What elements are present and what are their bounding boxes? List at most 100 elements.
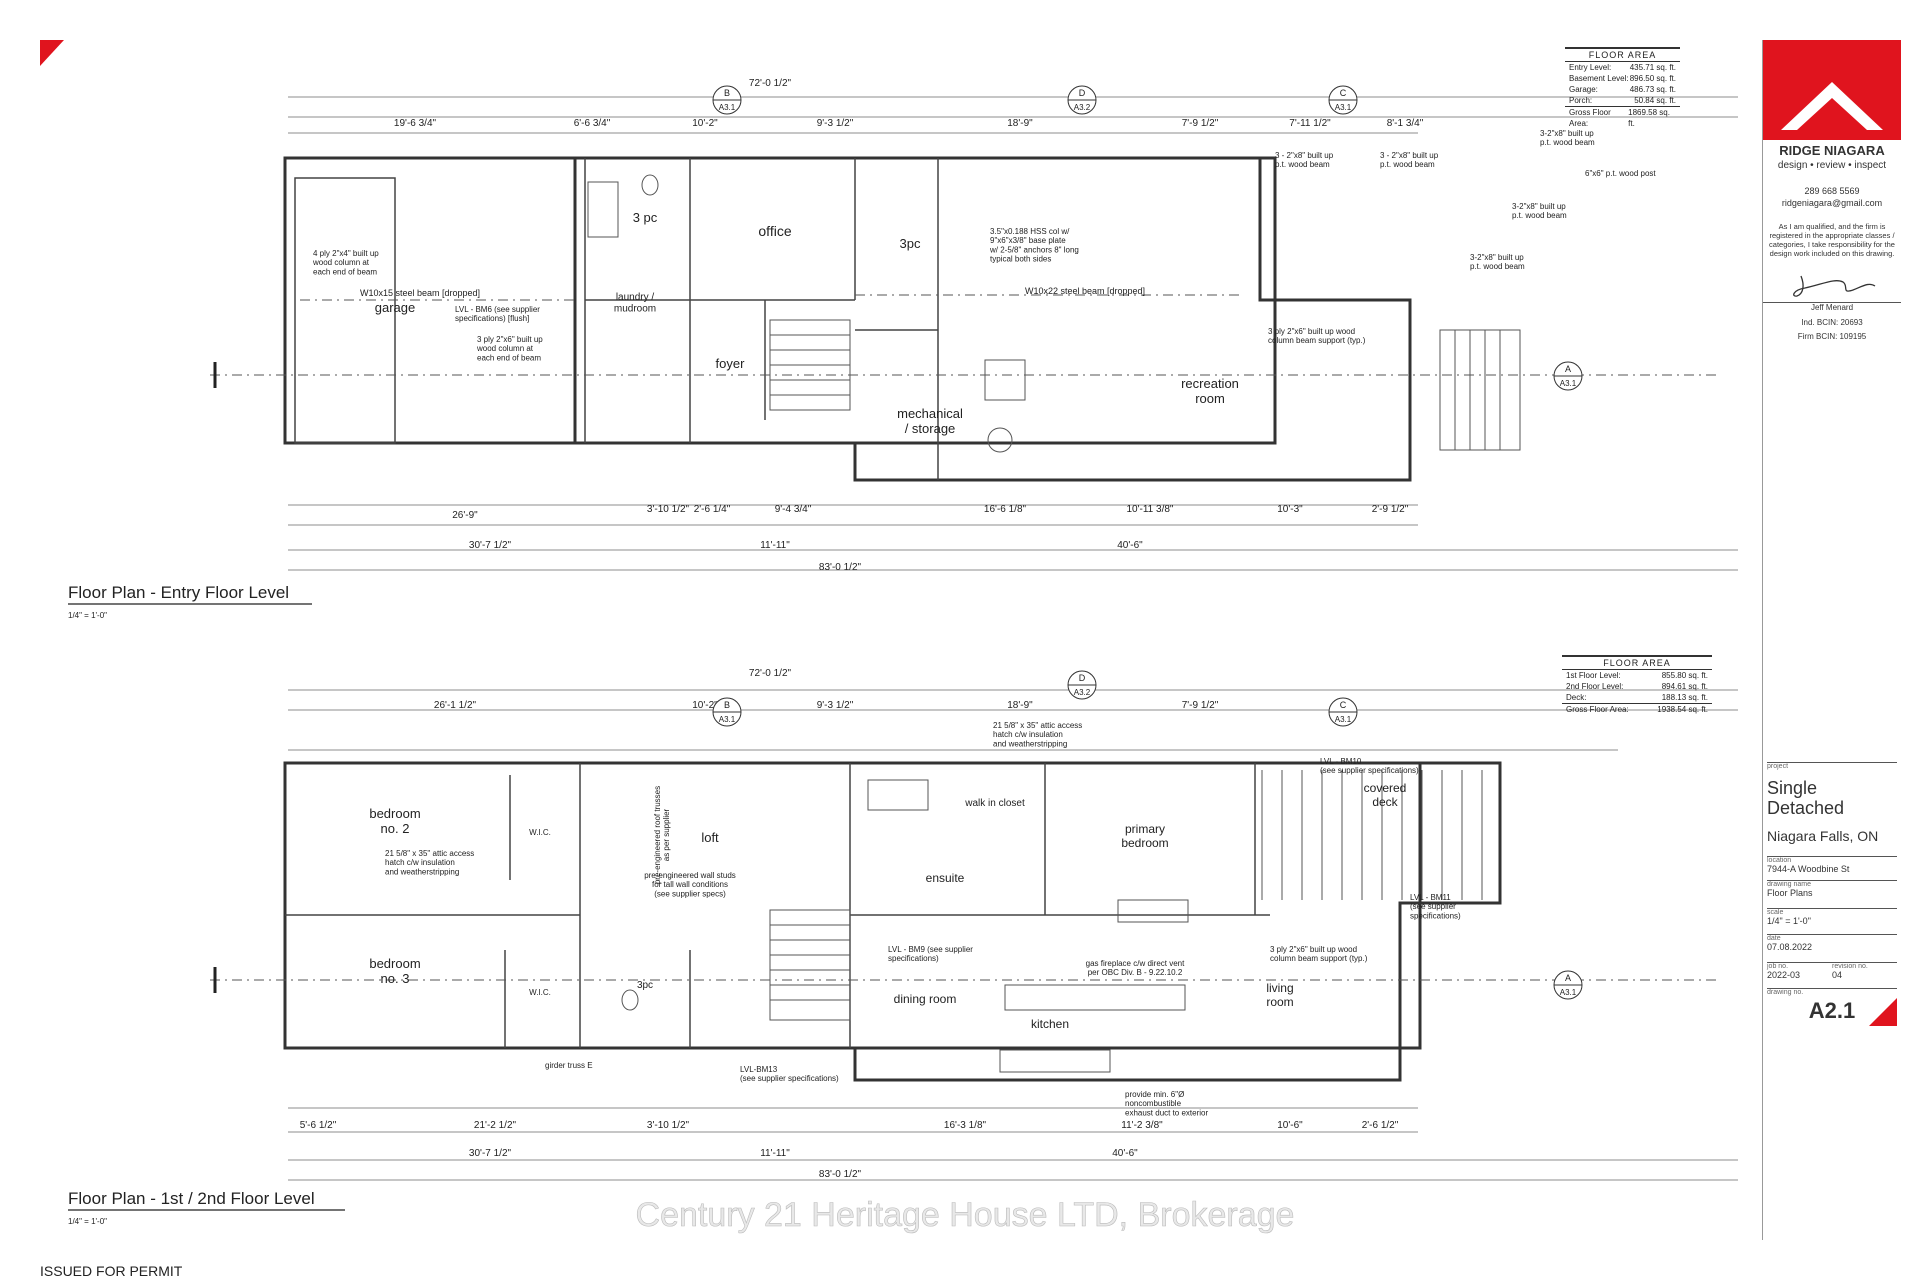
- svg-text:B: B: [724, 700, 730, 710]
- room-label-3pc-2: 3pc: [900, 236, 921, 251]
- section-marker-a-second: A A3.1: [1553, 970, 1583, 1000]
- room-label-laundry: laundry /mudroom: [614, 292, 656, 315]
- dim2-b5: 11'-11": [760, 1148, 790, 1159]
- brand-tagline: design • review • inspect: [1777, 160, 1887, 171]
- job-number: 2022-03: [1767, 970, 1801, 980]
- dim-d3: 10'-2": [692, 118, 718, 129]
- issued-for-permit: ISSUED FOR PERMIT: [40, 1263, 183, 1279]
- dim-b6: 2'-6 1/4": [694, 504, 731, 515]
- email: ridgeniagara@gmail.com: [1781, 198, 1883, 208]
- section-marker-b-entry: B A3.1: [712, 85, 742, 115]
- corner-mark: [40, 40, 64, 66]
- room-label-walkin: walk in closet: [964, 798, 1025, 809]
- floor-area-value: 1869.58 sq. ft.: [1628, 108, 1670, 128]
- room-label-foyer: foyer: [716, 356, 746, 371]
- floor-area-label: Deck:: [1566, 693, 1587, 702]
- floor-area-label: 1st Floor Level:: [1566, 671, 1621, 680]
- signature: [1793, 275, 1876, 297]
- dim2-overall-bottom: 83'-0 1/2": [819, 1169, 862, 1180]
- dim2-d5: 7'-9 1/2": [1182, 700, 1219, 711]
- floor-area-value: 486.73 sq. ft.: [1629, 85, 1676, 94]
- floor-area-row: 2nd Floor Level:894.61 sq. ft.: [1562, 681, 1712, 692]
- floor-area-table-entry: FLOOR AREA Entry Level:435.71 sq. ft.Bas…: [1565, 47, 1680, 129]
- plan-title-entry: Floor Plan - Entry Floor Level: [68, 583, 289, 602]
- floor-area-row: Porch:50.84 sq. ft.: [1565, 95, 1680, 106]
- section-marker-c-second: C A3.1: [1328, 697, 1358, 727]
- engineer-name: Jeff Menard: [1763, 302, 1901, 312]
- location-field: location 7944-A Woodbine St: [1767, 856, 1897, 874]
- room-label-mechanical: mechanical/ storage: [897, 406, 963, 436]
- qualification-statement: As I am qualified, and the firm is regis…: [1769, 222, 1895, 258]
- dim-b4: 40'-6": [1117, 540, 1143, 551]
- firm-bcin: Firm BCIN: 109195: [1797, 332, 1867, 341]
- dim-b5: 3'-10 1/2": [647, 504, 690, 515]
- watermark: Century 21 Heritage House LTD, Brokerage: [636, 1196, 1295, 1234]
- floor-area-label: Garage:: [1569, 85, 1598, 94]
- floor-area-row: Deck:188.13 sq. ft.: [1562, 692, 1712, 703]
- brand-logo: [1763, 40, 1901, 140]
- stair-entry: [769, 319, 851, 411]
- room-label-wic-2: W.I.C.: [529, 988, 551, 997]
- section-marker-c-entry: C A3.1: [1328, 85, 1358, 115]
- room-label-office: office: [758, 223, 791, 239]
- room-label-dining: dining room: [894, 992, 957, 1006]
- svg-text:A: A: [1565, 364, 1571, 374]
- job-field: job no.2022-03 revision no.04: [1767, 962, 1897, 980]
- section-marker-b-second: B A3.1: [712, 697, 742, 727]
- dim2-b9: 10'-6": [1277, 1120, 1303, 1131]
- dim-b1: 26'-9": [452, 510, 478, 521]
- drawing-number: A2.1: [1808, 998, 1856, 1023]
- floor-area-heading: FLOOR AREA: [1565, 49, 1680, 62]
- svg-text:A3.1: A3.1: [719, 715, 736, 724]
- svg-text:D: D: [1079, 673, 1086, 683]
- dim-b7: 9'-4 3/4": [775, 504, 812, 515]
- scale-field: scale 1/4" = 1'-0": [1767, 908, 1897, 926]
- drawing-number-field: drawing no. A2.1: [1767, 988, 1897, 1025]
- svg-text:B: B: [724, 88, 730, 98]
- room-label-3pc-second: 3pc: [637, 980, 653, 991]
- dim2-d2: 10'-2": [692, 700, 718, 711]
- plan-scale-entry: 1/4" = 1'-0": [68, 611, 107, 620]
- dim-d5: 18'-9": [1007, 118, 1033, 129]
- project-name: Single Detached: [1767, 778, 1845, 818]
- project-city: Niagara Falls, ON: [1767, 828, 1879, 844]
- room-label-3pc: 3 pc: [633, 210, 658, 225]
- svg-text:C: C: [1340, 88, 1347, 98]
- dim2-b6: 16'-3 1/8": [944, 1120, 987, 1131]
- dim-overall-top: 72'-0 1/2": [749, 78, 792, 89]
- stair-exterior: [1439, 329, 1521, 451]
- floor-area-label: 2nd Floor Level:: [1566, 682, 1624, 691]
- svg-text:A3.1: A3.1: [1560, 379, 1577, 388]
- dim2-b4: 3'-10 1/2": [647, 1120, 690, 1131]
- floor-area-value: 855.80 sq. ft.: [1661, 671, 1708, 680]
- floor-area-row: Garage: 486.73 sq. ft.: [1565, 84, 1680, 95]
- note-lvl-bm10: LVL - BM10(see supplier specifications): [1320, 757, 1419, 775]
- svg-text:A3.2: A3.2: [1074, 688, 1091, 697]
- svg-text:A3.1: A3.1: [1335, 103, 1352, 112]
- svg-text:A3.2: A3.2: [1074, 103, 1091, 112]
- title-block: RIDGE NIAGARA design • review • inspect …: [1762, 40, 1901, 1240]
- date-field: date 07.08.2022: [1767, 934, 1897, 952]
- dim2-d4: 18'-9": [1007, 700, 1033, 711]
- room-label-kitchen: kitchen: [1031, 1017, 1069, 1031]
- ind-bcin: Ind. BCIN: 20693: [1801, 318, 1863, 327]
- svg-text:D: D: [1079, 88, 1086, 98]
- dim-b2: 30'-7 1/2": [469, 540, 512, 551]
- house-roof-icon: [1781, 82, 1883, 130]
- dim2-d1: 26'-1 1/2": [434, 700, 477, 711]
- dim-b9: 10'-11 3/8": [1127, 504, 1174, 515]
- brand-name: RIDGE NIAGARA: [1779, 143, 1885, 158]
- floor-area-table-second: FLOOR AREA 1st Floor Level:855.80 sq. ft…: [1562, 655, 1712, 715]
- dim-b3: 11'-11": [760, 540, 790, 551]
- dim-d2: 6'-6 3/4": [574, 118, 611, 129]
- floor-area-label: Entry Level:: [1569, 63, 1612, 72]
